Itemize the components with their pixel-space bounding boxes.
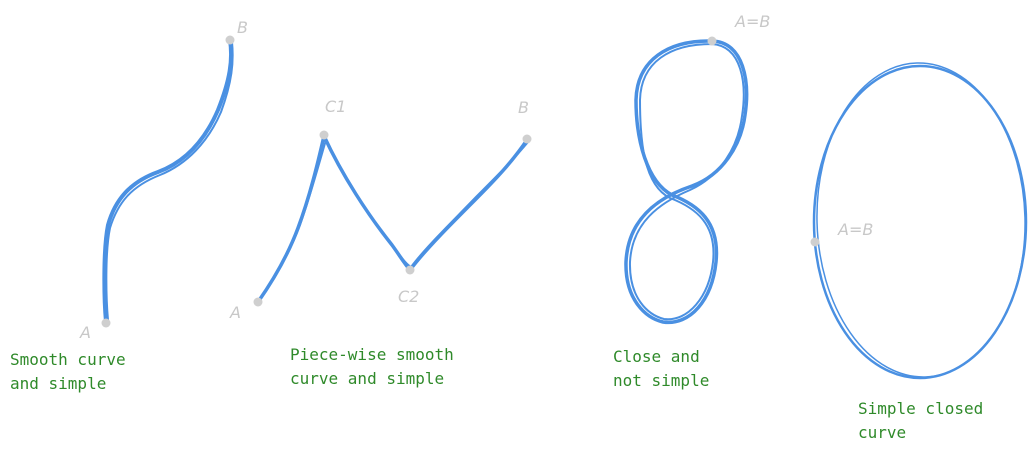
- point-c2-label: C2: [398, 287, 419, 306]
- caption-line: Piece-wise smooth: [290, 345, 454, 364]
- ellipse-curve-stroke-2: [816, 62, 1026, 378]
- point-a-eq-b: [810, 237, 820, 247]
- caption-line: and simple: [10, 374, 107, 393]
- point-c2: [405, 265, 415, 275]
- figure-eight-stroke-2: [628, 43, 745, 321]
- point-c1-label: C1: [325, 97, 346, 116]
- smooth-curve-stroke-2: [105, 41, 234, 321]
- point-a-label: A: [229, 303, 241, 322]
- caption-smooth-curve: Smooth curve and simple: [10, 348, 126, 396]
- point-b-label: B: [518, 98, 529, 117]
- caption-line: not simple: [613, 371, 710, 390]
- smooth-curve-figure: A B: [79, 18, 248, 342]
- caption-piecewise-curve: Piece-wise smooth curve and simple: [290, 343, 454, 391]
- point-a-label: A: [79, 323, 91, 342]
- piecewise-curve-figure: A C1 C2 B: [229, 97, 532, 322]
- point-a: [101, 318, 111, 328]
- caption-line: Close and: [613, 347, 700, 366]
- point-c1: [319, 130, 329, 140]
- figure-eight-curve: [624, 39, 749, 325]
- point-a-eq-b-label: A=B: [837, 220, 873, 239]
- caption-line: curve: [858, 423, 907, 442]
- figure-eight: A=B: [624, 12, 770, 325]
- point-b: [522, 134, 532, 144]
- caption-line: Simple closed: [858, 399, 984, 418]
- point-a-eq-b-label: A=B: [734, 12, 770, 31]
- piecewise-curve-stroke-2: [259, 139, 529, 301]
- caption-figure-eight: Close and not simple: [613, 345, 709, 393]
- caption-line: Smooth curve: [10, 350, 126, 369]
- point-b: [225, 35, 235, 45]
- point-b-label: B: [237, 18, 248, 37]
- caption-ellipse: Simple closed curve: [858, 397, 983, 445]
- point-a-eq-b: [707, 36, 717, 46]
- smooth-curve: [102, 38, 234, 324]
- point-a: [253, 297, 263, 307]
- caption-line: curve and simple: [290, 369, 445, 388]
- ellipse-curve: [812, 64, 1028, 380]
- piecewise-curve: [256, 134, 529, 304]
- ellipse-figure: A=B: [810, 62, 1028, 380]
